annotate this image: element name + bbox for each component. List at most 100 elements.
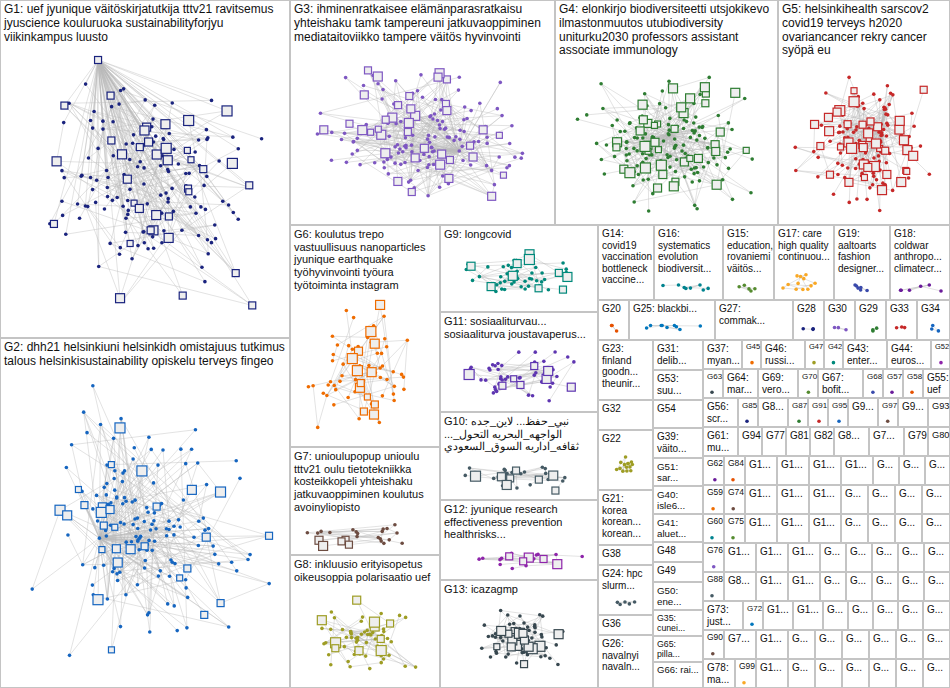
graph-edge [186, 478, 240, 579]
graph-vertex [872, 175, 876, 179]
graph-vertex [426, 194, 430, 198]
graph-edge [695, 132, 721, 205]
profile-image [135, 204, 143, 212]
graph-edge [428, 147, 431, 195]
graph-vertex [95, 494, 99, 498]
graph-vertex [98, 536, 102, 540]
graph-edge [85, 206, 120, 298]
graph-vertex [175, 629, 179, 633]
graph-edge [99, 538, 107, 599]
graph-edge [84, 412, 100, 538]
graph-vertex [352, 140, 356, 144]
graph-vertex [316, 132, 320, 136]
vertex-cluster [316, 67, 525, 200]
graph-edge [847, 129, 873, 174]
graph-vertex [438, 127, 442, 131]
graph-edge [98, 60, 238, 149]
graph-vertex [184, 586, 188, 590]
graph-vertex [230, 560, 234, 564]
graph-edge [859, 143, 905, 170]
profile-image [883, 170, 891, 178]
graph-vertex [889, 92, 893, 96]
graph-vertex [457, 88, 461, 92]
graph-vertex [146, 511, 150, 515]
profile-image [364, 67, 371, 74]
graph-edge [84, 505, 147, 615]
graph-edge [459, 151, 499, 157]
graph-vertex [145, 506, 149, 510]
graph-vertex [115, 196, 119, 200]
profile-image [446, 156, 453, 163]
graph-vertex [702, 165, 706, 169]
graph-vertex [600, 158, 604, 162]
graph-vertex [500, 114, 504, 118]
graph-edge [346, 78, 386, 120]
graph-vertex [159, 164, 163, 168]
graph-vertex [585, 113, 589, 117]
graph-vertex [433, 135, 437, 139]
graph-vertex [104, 493, 108, 497]
graph-vertex [724, 156, 728, 160]
graph-edge [425, 120, 464, 147]
profile-image [669, 84, 678, 93]
graph-edge [796, 152, 814, 171]
graph-vertex [149, 448, 153, 452]
graph-vertex [153, 103, 157, 107]
graph-edge [874, 94, 881, 124]
profile-image [434, 73, 442, 81]
graph-vertex [646, 177, 650, 181]
graph-vertex [356, 149, 360, 153]
graph-edge [186, 186, 249, 188]
graph-vertex [910, 111, 914, 115]
graph-vertex [794, 169, 798, 173]
graph-edge [78, 60, 99, 204]
profile-image [882, 147, 889, 154]
graph-vertex [160, 241, 164, 245]
graph-vertex [84, 82, 88, 86]
graph-vertex [260, 137, 264, 141]
graph-edge [98, 60, 148, 249]
profile-image [118, 150, 127, 159]
graph-vertex [454, 135, 458, 139]
graph-vertex [703, 137, 707, 141]
graph-vertex [154, 527, 158, 531]
graph-vertex [427, 134, 431, 138]
graph-vertex [166, 197, 170, 201]
graph-edge [662, 91, 669, 135]
graph-vertex [128, 188, 132, 192]
graph-vertex [121, 204, 125, 208]
graph-vertex [460, 145, 464, 149]
profile-image [845, 178, 853, 186]
profile-image [859, 144, 867, 152]
graph-vertex [439, 108, 443, 112]
graph-vertex [836, 173, 840, 177]
profile-image [222, 106, 232, 116]
graph-vertex [68, 654, 72, 658]
graph-vertex [381, 88, 385, 92]
graph-vertex [170, 187, 174, 191]
graph-edge [70, 485, 207, 656]
profile-image [838, 144, 844, 150]
graph-vertex [143, 241, 147, 245]
graph-vertex [399, 120, 403, 124]
profile-image [145, 138, 153, 146]
profile-image [920, 86, 927, 93]
graph-vertex [632, 200, 636, 204]
graph-vertex [172, 524, 176, 528]
graph-edge [84, 412, 145, 568]
graph-vertex [452, 139, 456, 143]
profile-image [61, 102, 68, 109]
graph-vertex [110, 105, 114, 109]
graph-vertex [697, 125, 701, 129]
graph-vertex [227, 625, 231, 629]
graph-vertex [87, 156, 91, 160]
graph-vertex [441, 120, 445, 124]
graph-vertex [519, 156, 523, 160]
graph-vertex [177, 518, 181, 522]
profile-image [200, 166, 207, 173]
graph-vertex [172, 148, 176, 152]
graph-edge [692, 99, 744, 131]
graph-edge [368, 70, 459, 151]
graph-edge [652, 81, 669, 137]
profile-image [826, 171, 833, 178]
